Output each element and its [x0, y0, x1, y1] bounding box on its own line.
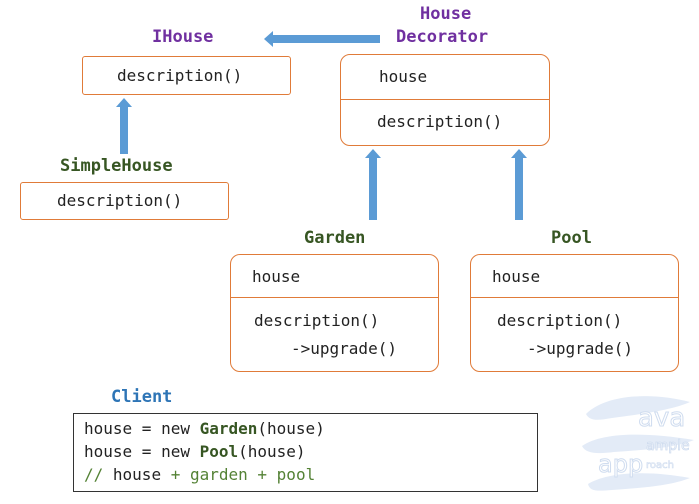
simplehouse-to-ihouse-arrow-icon — [116, 98, 132, 154]
ihouse-method: description() — [117, 66, 243, 85]
simplehouse-title: SimpleHouse — [60, 156, 173, 176]
logo-ava: ava — [638, 403, 685, 433]
client-code-box: house = new Garden(house) house = new Po… — [73, 413, 538, 492]
decorator-divider — [341, 99, 549, 100]
code-text: (house) — [238, 442, 306, 461]
decorator-title-line1: House — [420, 4, 472, 24]
pool-box: house description() ->upgrade() — [470, 254, 679, 372]
pool-field: house — [492, 267, 541, 286]
garden-title: Garden — [304, 228, 366, 248]
pool-title: Pool — [551, 228, 592, 248]
logo-roach: roach — [646, 460, 674, 471]
pool-sub-method: ->upgrade() — [527, 339, 633, 358]
garden-sub-method: ->upgrade() — [291, 339, 397, 358]
logo-ample: ample — [646, 438, 690, 454]
code-class-pool: Pool — [199, 442, 239, 461]
code-text: house = new — [84, 419, 200, 438]
decorator-method: description() — [377, 112, 503, 131]
ihouse-title: IHouse — [152, 27, 214, 47]
code-class-garden: Garden — [199, 419, 258, 438]
garden-field: house — [252, 267, 301, 286]
code-comment: + garden + pool — [161, 465, 316, 484]
pool-to-decorator-arrow-icon — [511, 149, 527, 220]
code-comment: // — [84, 465, 113, 484]
java-sample-approach-logo-icon: ava ample app roach — [582, 396, 694, 491]
garden-divider — [231, 297, 438, 298]
decorator-to-ihouse-arrow-icon — [264, 31, 380, 47]
decorator-field: house — [379, 67, 428, 86]
pool-divider — [471, 297, 678, 298]
garden-to-decorator-arrow-icon — [365, 149, 381, 220]
client-code-line-2: house = new Pool(house) — [84, 442, 306, 461]
client-code-line-3: // house + garden + pool — [84, 465, 315, 484]
code-text: house = new — [84, 442, 200, 461]
code-text: house — [112, 465, 162, 484]
garden-method: description() — [254, 311, 380, 330]
garden-box: house description() ->upgrade() — [230, 254, 439, 372]
simplehouse-box: description() — [20, 182, 229, 220]
ihouse-box: description() — [82, 56, 291, 95]
code-text: (house) — [257, 419, 325, 438]
logo-app: app — [598, 450, 643, 478]
client-code-line-1: house = new Garden(house) — [84, 419, 325, 438]
pool-method: description() — [497, 311, 623, 330]
decorator-box: house description() — [340, 54, 550, 146]
simplehouse-method: description() — [57, 191, 183, 210]
client-title: Client — [111, 387, 173, 407]
decorator-title-line2: Decorator — [396, 27, 489, 47]
